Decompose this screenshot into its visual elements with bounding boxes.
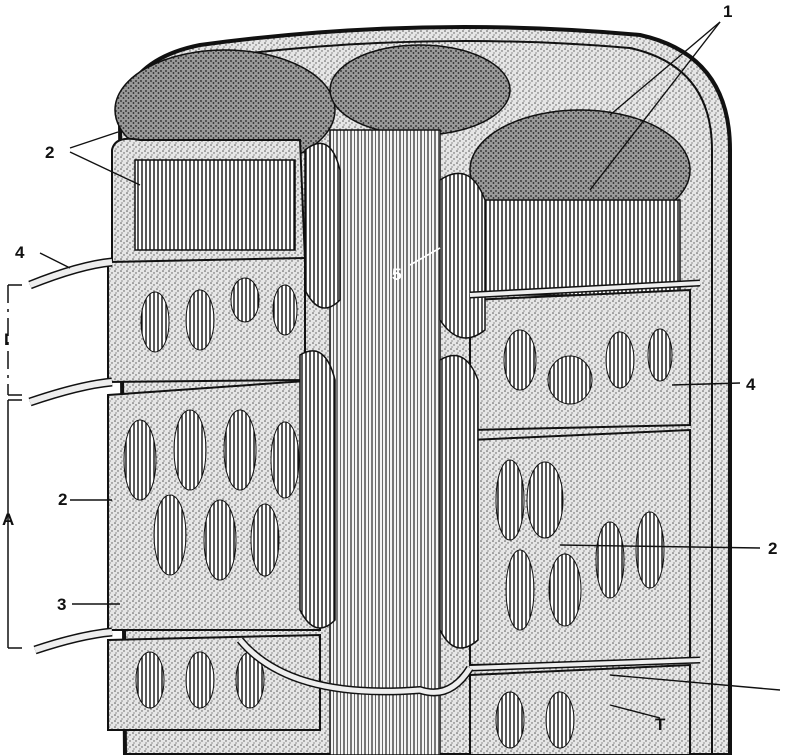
label-2-right: 2 [768, 539, 777, 558]
label-T: T [655, 715, 666, 734]
myofibril-top-center [329, 44, 511, 136]
label-3: 3 [57, 595, 66, 614]
label-A: A [2, 510, 14, 529]
myofibril-longitudinal-section [329, 129, 441, 755]
band-brackets [7, 284, 22, 649]
label-2-upper-left: 2 [45, 143, 54, 162]
label-1: 1 [723, 2, 732, 21]
label-2-mid-left: 2 [58, 490, 67, 509]
t-tubules [28, 257, 701, 697]
mitochondria [299, 142, 486, 649]
label-4-right: 4 [746, 375, 756, 394]
label-5: 5 [392, 265, 401, 284]
label-4-upper-left: 4 [15, 243, 25, 262]
leader-lines [39, 21, 781, 719]
sarcoplasmic-reticulum-left [107, 137, 321, 731]
sarcoplasmic-reticulum-right [469, 199, 691, 755]
label-I: I [4, 330, 9, 349]
